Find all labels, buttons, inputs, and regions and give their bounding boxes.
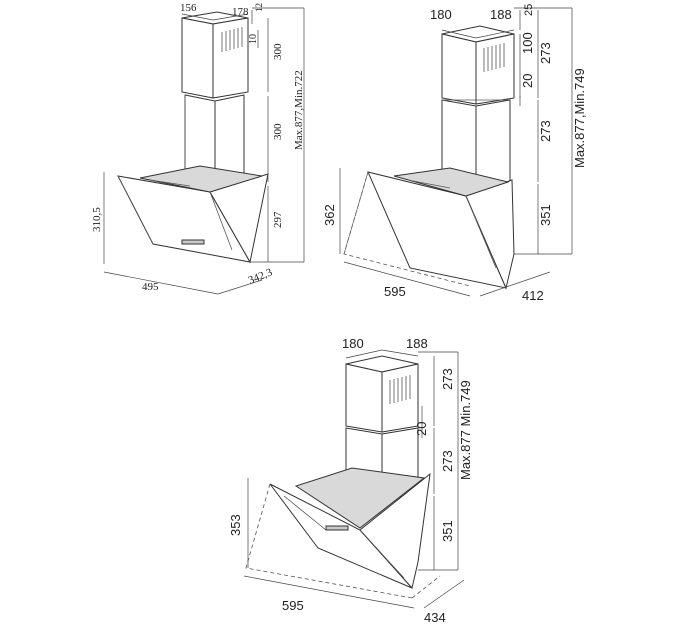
canopy-1: [117, 165, 269, 264]
dim-lower-duct-1: 300: [272, 123, 284, 140]
dim-duct-front-2: 180: [430, 7, 452, 22]
lower-duct-2: [441, 99, 511, 189]
dim-gap-2: 20: [520, 74, 535, 88]
hood-drawing-3: 180 188 273 20 273 351 Max.877 Min.749 3…: [228, 336, 473, 625]
vent-slots-1: [221, 27, 243, 52]
dim-slot-1: 10: [248, 34, 259, 44]
hood-drawing-1: 156 178 12 10 300 300 297 Max.877,Min.72…: [91, 2, 305, 295]
dim-gap-3: 20: [414, 422, 429, 436]
dim-total-height-2: Max.877,Min.749: [572, 68, 587, 168]
dim-top-offset-1: 12: [254, 3, 264, 12]
dim-duct-front-1: 156: [180, 2, 197, 14]
canopy-2: [367, 167, 515, 290]
dim-duct-side-2: 188: [490, 7, 512, 22]
dim-depth-1: 342,3: [247, 266, 275, 287]
control-panel-3: [325, 525, 349, 531]
dim-canopy-front-3: 353: [228, 514, 243, 536]
control-panel-1: [181, 239, 205, 245]
dim-total-height-1: Max.877,Min.722: [293, 70, 305, 150]
dim-canopy-front-2: 362: [322, 204, 337, 226]
dim-slot-2: 100: [520, 32, 535, 54]
dim-duct-front-3: 180: [342, 336, 364, 351]
dim-depth-3: 434: [424, 610, 446, 625]
dim-canopy-back-1: 297: [272, 211, 284, 228]
dim-duct-side-3: 188: [406, 336, 428, 351]
dim-lower-duct-3: 273: [440, 450, 455, 472]
dim-depth-2: 412: [522, 288, 544, 303]
dim-total-height-3: Max.877 Min.749: [458, 380, 473, 480]
hood-drawing-2: 180 188 25 100 273 20 273 351 Max.877,Mi…: [322, 4, 587, 303]
upper-duct-2: [441, 25, 515, 105]
canopy-3: [269, 467, 431, 590]
dim-canopy-back-3: 351: [440, 520, 455, 542]
dim-duct-side-1: 178: [232, 6, 249, 18]
dim-width-3: 595: [282, 598, 304, 613]
dim-upper-duct-2: 273: [538, 42, 553, 64]
dim-canopy-front-1: 310,5: [91, 207, 103, 232]
dim-lower-duct-2: 273: [538, 120, 553, 142]
upper-duct-1: [181, 11, 249, 99]
dim-upper-duct-1: 300: [272, 43, 284, 60]
vent-slots-3: [389, 375, 411, 404]
dim-width-1: 495: [142, 281, 159, 293]
dim-canopy-back-2: 351: [538, 204, 553, 226]
vent-slots-2: [483, 43, 505, 72]
upper-duct-3: [345, 355, 419, 433]
dim-top-offset-2: 25: [523, 4, 535, 16]
dim-upper-duct-3: 273: [440, 368, 455, 390]
dim-width-2: 595: [384, 284, 406, 299]
